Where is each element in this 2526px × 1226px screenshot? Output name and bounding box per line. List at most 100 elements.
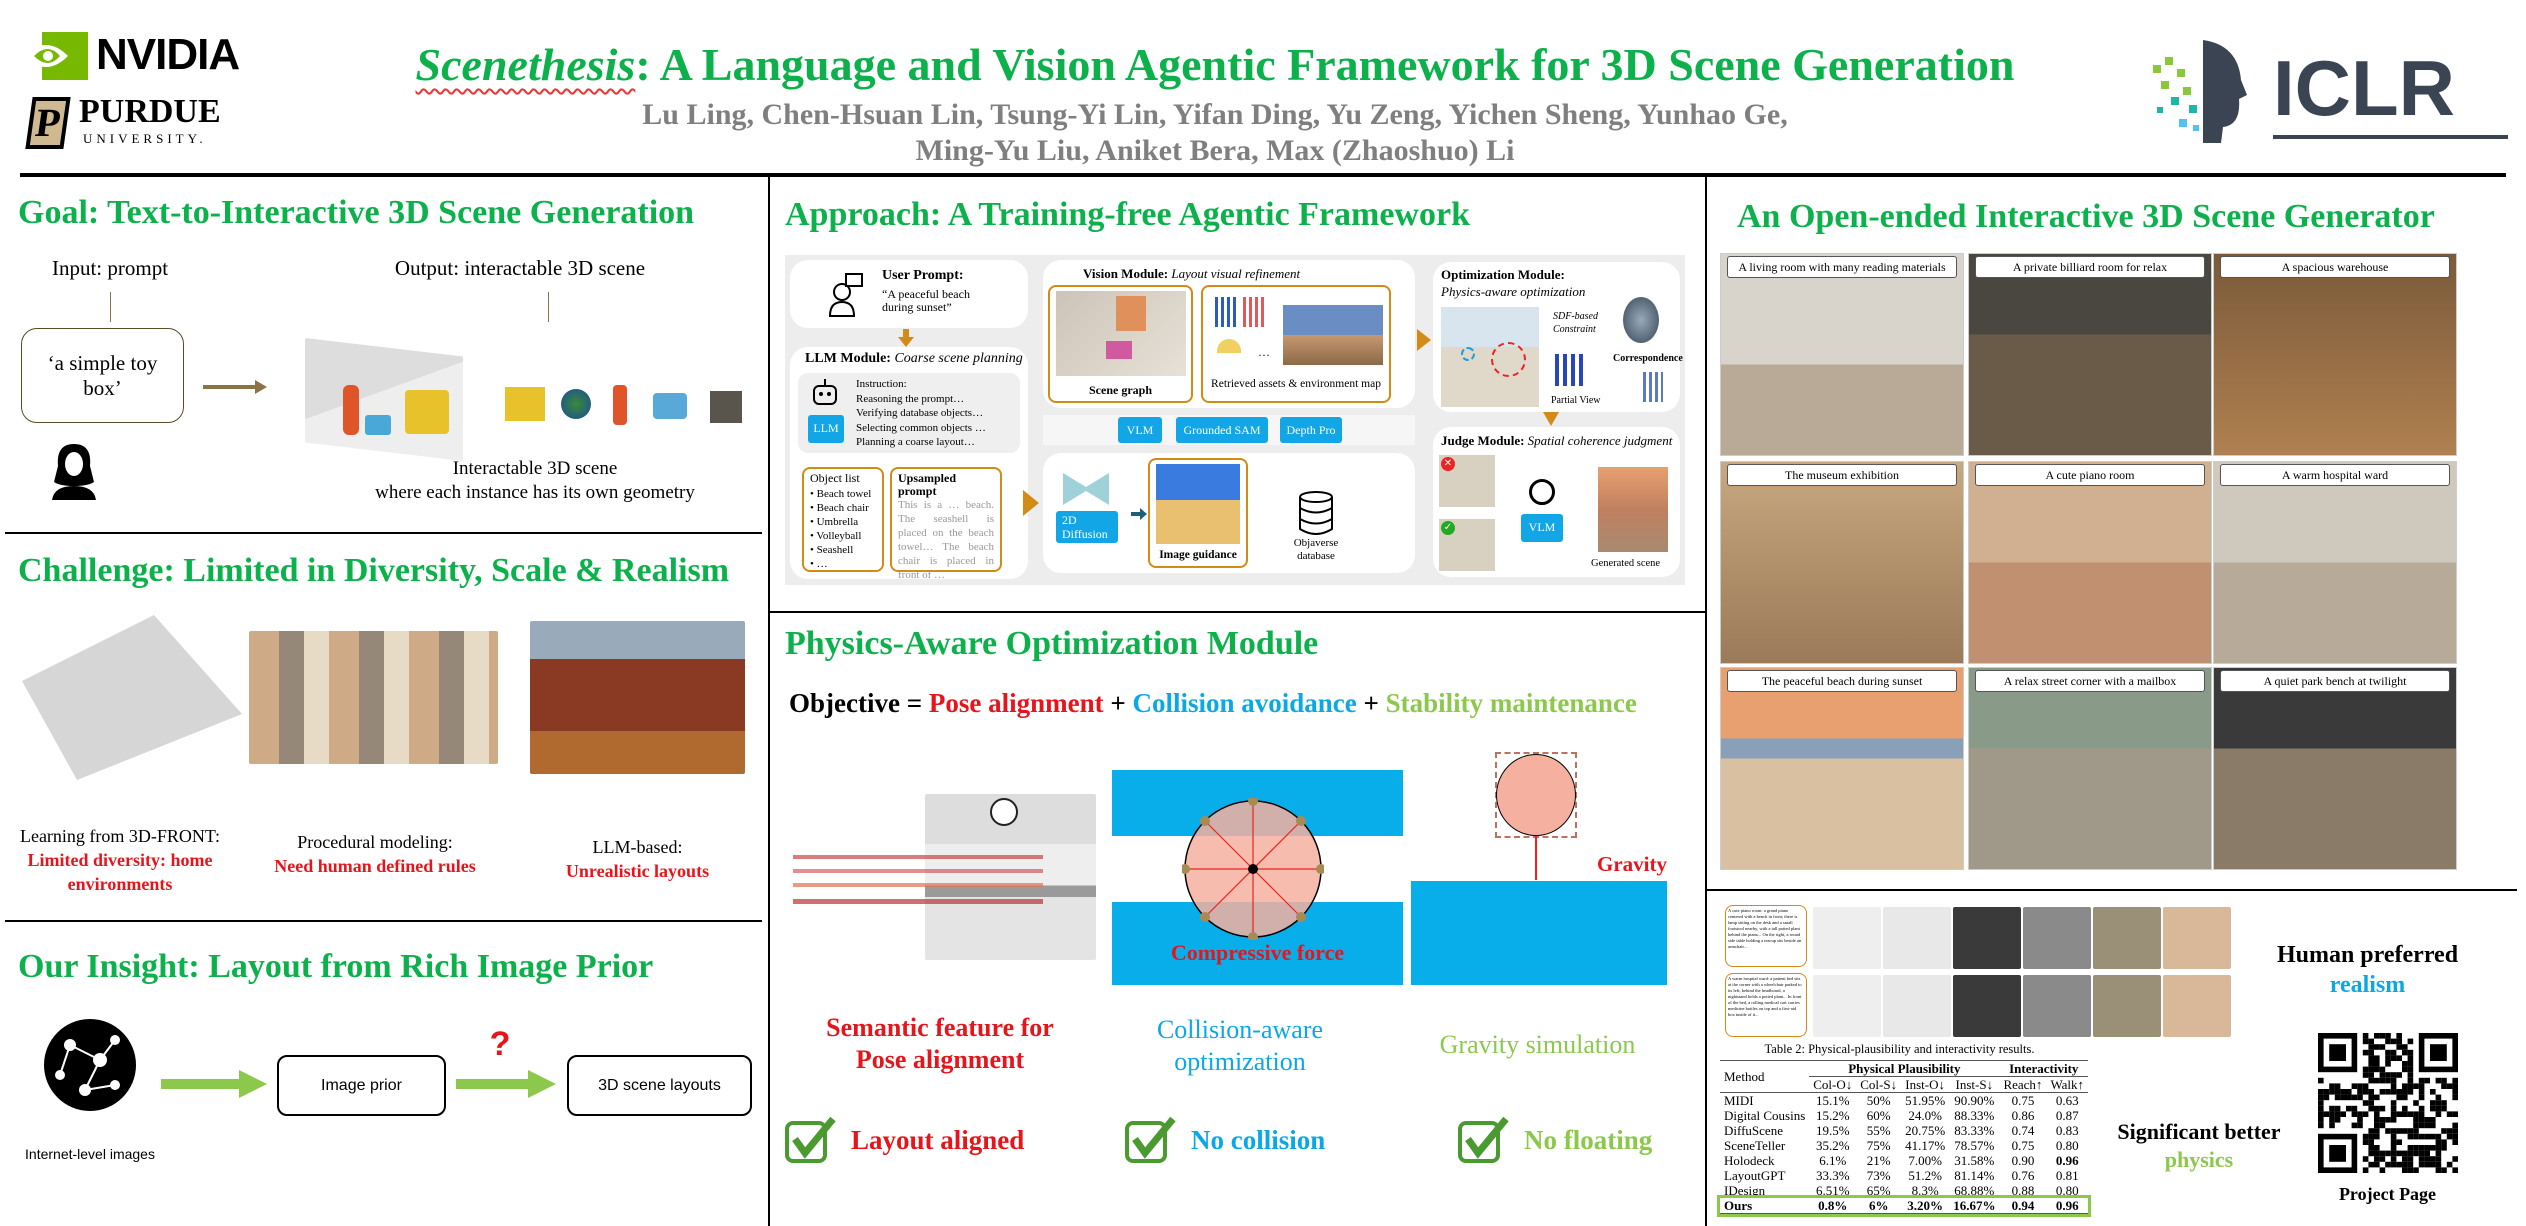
qr-module bbox=[2362, 1133, 2369, 1140]
qr-module bbox=[2430, 1117, 2436, 1123]
comparison-thumbnail bbox=[2093, 907, 2161, 969]
qr-module bbox=[2374, 1094, 2380, 1101]
qr-module bbox=[2430, 1145, 2436, 1151]
qr-module bbox=[2385, 1038, 2391, 1045]
qr-module bbox=[2413, 1167, 2419, 1173]
upsampled-prompt-box: Upsampled prompt This is a … beach. The … bbox=[890, 467, 1002, 581]
scene-tile: A warm hospital ward bbox=[2213, 461, 2457, 664]
opt-title: Optimization Module: bbox=[1441, 267, 1565, 282]
qr-module bbox=[2357, 1083, 2363, 1089]
qr-module bbox=[2407, 1145, 2414, 1151]
qr-module bbox=[2402, 1150, 2408, 1157]
qr-module bbox=[2368, 1094, 2374, 1101]
accepted-scene-image: ✓ bbox=[1439, 519, 1495, 571]
object-item-label: … bbox=[816, 558, 828, 570]
qr-module bbox=[2407, 1055, 2414, 1061]
qr-module bbox=[2379, 1150, 2386, 1157]
scene-tile: The peaceful beach during sunset bbox=[1720, 667, 1964, 870]
qr-module bbox=[2402, 1156, 2408, 1162]
arrow-icon bbox=[1131, 508, 1147, 520]
down-arrow-icon bbox=[898, 329, 914, 347]
openai-icon bbox=[1529, 479, 1555, 505]
qr-module bbox=[2407, 1083, 2414, 1089]
qr-module bbox=[2379, 1077, 2386, 1084]
vision-title: Vision Module: Layout visual refinement bbox=[1083, 266, 1300, 282]
qr-module bbox=[2374, 1077, 2380, 1084]
qr-module bbox=[2329, 1111, 2335, 1117]
qr-module bbox=[2346, 1089, 2352, 1095]
table-cell: 19.5% bbox=[1815, 1123, 1850, 1138]
image-guidance-box: Image guidance bbox=[1148, 458, 1248, 568]
scene-tile: A living room with many reading material… bbox=[1720, 253, 1964, 456]
qr-module bbox=[2368, 1139, 2374, 1145]
qr-module bbox=[2346, 1105, 2352, 1112]
qr-module bbox=[2390, 1145, 2397, 1151]
table-cell: 88.33% bbox=[1954, 1108, 1995, 1123]
qr-module bbox=[2351, 1094, 2358, 1101]
sdf-label: SDF-based Constraint bbox=[1553, 311, 1598, 335]
qr-module bbox=[2351, 1111, 2358, 1117]
database-icon bbox=[1299, 491, 1333, 535]
qr-module bbox=[2446, 1133, 2453, 1140]
scene-graph-node bbox=[1106, 341, 1132, 359]
right-arrow-icon bbox=[1023, 490, 1039, 516]
header-divider bbox=[20, 173, 2506, 177]
results-table: Method Physical Plausibility Interactivi… bbox=[1716, 1060, 2092, 1217]
table-cell: LayoutGPT bbox=[1724, 1168, 1786, 1183]
qr-module bbox=[2323, 1111, 2330, 1117]
scene-caption: A private billiard room for relax bbox=[1975, 256, 2205, 278]
object-item: • Seashell bbox=[810, 544, 854, 556]
table-cell: SceneTeller bbox=[1724, 1138, 1786, 1153]
qr-module bbox=[2318, 1111, 2324, 1117]
scene-caption: A relax street corner with a mailbox bbox=[1975, 670, 2205, 692]
comparison-thumbnail bbox=[2163, 907, 2231, 969]
qr-module bbox=[2452, 1128, 2458, 1134]
qr-module bbox=[2413, 1117, 2419, 1123]
plus-sign: + bbox=[1363, 688, 1379, 718]
table-cell: 20.75% bbox=[1905, 1123, 1946, 1138]
qr-module bbox=[2402, 1128, 2408, 1134]
term-stability: Stability maintenance bbox=[1385, 688, 1637, 718]
qr-module bbox=[2441, 1128, 2447, 1134]
qr-module bbox=[2402, 1066, 2408, 1073]
qr-module bbox=[2452, 1083, 2458, 1089]
qr-module bbox=[2413, 1111, 2419, 1117]
project-qr-code[interactable] bbox=[2318, 1033, 2458, 1173]
comparison-thumbnail bbox=[1953, 907, 2021, 969]
table-cell: 0.74 bbox=[2011, 1123, 2035, 1138]
qr-module bbox=[2396, 1161, 2402, 1168]
collision-figure: Compressive force bbox=[1112, 770, 1403, 985]
object-item: • Umbrella bbox=[810, 516, 859, 528]
instruction-list: Instruction: Reasoning the prompt… Verif… bbox=[856, 377, 986, 450]
objective-equation: Objective = Pose alignment + Collision a… bbox=[789, 688, 1637, 719]
challenge-label: Procedural modeling: bbox=[297, 832, 453, 852]
arrow-right-icon bbox=[203, 380, 267, 394]
instruction-line: Selecting common objects … bbox=[856, 421, 986, 434]
th-physical-plausibility: Physical Plausibility bbox=[1809, 1060, 2000, 1077]
qr-module bbox=[2385, 1033, 2391, 1039]
qr-module bbox=[2323, 1089, 2330, 1095]
umbrella-asset bbox=[1217, 339, 1241, 353]
qr-module bbox=[2351, 1122, 2358, 1129]
qr-module bbox=[2441, 1100, 2447, 1106]
scene-tile: A relax street corner with a mailbox bbox=[1968, 667, 2212, 870]
qr-module bbox=[2418, 1111, 2425, 1117]
column-divider-left bbox=[768, 177, 770, 1226]
qr-module bbox=[2379, 1122, 2386, 1129]
sdf-sphere bbox=[1623, 297, 1659, 343]
generator-divider bbox=[1707, 889, 2517, 891]
collision-circle bbox=[1182, 798, 1324, 940]
database-label: Objaverse database bbox=[1293, 537, 1339, 562]
qr-module bbox=[2446, 1161, 2453, 1168]
challenge-label: LLM-based: bbox=[592, 837, 683, 857]
llm-based-image bbox=[530, 621, 745, 774]
qr-module bbox=[2402, 1089, 2408, 1095]
internet-network-icon bbox=[44, 1019, 136, 1111]
goal-heading: Goal: Text-to-Interactive 3D Scene Gener… bbox=[18, 194, 695, 231]
3d-scene-layouts-box: 3D scene layouts bbox=[567, 1055, 752, 1116]
qr-module bbox=[2396, 1038, 2402, 1045]
qr-module bbox=[2368, 1161, 2374, 1168]
comparison-thumbnail bbox=[2093, 975, 2161, 1037]
table-cell: 0.80 bbox=[2055, 1183, 2079, 1198]
